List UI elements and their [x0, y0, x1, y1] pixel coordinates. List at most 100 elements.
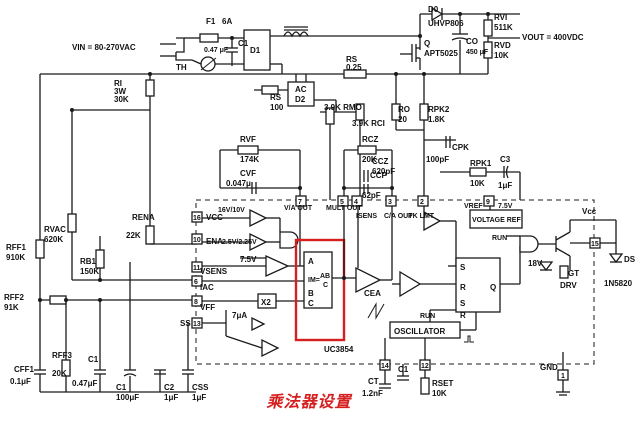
- resistor-rvf: [237, 145, 259, 155]
- label-ena-value: 2.5V/2.25V: [222, 239, 257, 246]
- label-mult-out: MULT OUT: [326, 205, 362, 212]
- label-ccp-value: 62pF: [362, 191, 381, 200]
- label-iac: IAC: [200, 283, 214, 292]
- label-va-out: V/A OUT: [284, 205, 313, 212]
- label-x2: X2: [261, 298, 271, 307]
- label-vcc-value: 16V/10V: [218, 207, 245, 214]
- sense-resistors: [320, 74, 429, 200]
- label-ac: AC: [295, 85, 307, 94]
- label-rpk2: RPK2: [428, 105, 450, 114]
- label-ct-value: 1.2nF: [362, 389, 383, 398]
- label-rs2: RS: [270, 93, 282, 102]
- label-latch-s2: S: [460, 299, 466, 308]
- label-rvi-value: 511K: [494, 23, 513, 32]
- label-vref: VREF: [464, 203, 483, 210]
- label-rs2-value: 100: [270, 103, 284, 112]
- label-d0-value: UHVP806: [428, 19, 464, 28]
- label-f1: F1: [206, 17, 216, 26]
- pin-15: 15: [591, 241, 599, 248]
- label-c1d: C1: [398, 365, 409, 374]
- pin-12: 12: [421, 363, 429, 370]
- label-cff1-value: 0.1μF: [10, 377, 31, 386]
- label-rb1-value: 150K: [80, 267, 99, 276]
- label-c1b: C1: [88, 355, 99, 364]
- fuse-f1: [199, 33, 219, 43]
- label-c2-value: 1μF: [164, 393, 178, 402]
- pin-1: 1: [561, 373, 565, 380]
- label-rvi: RVI: [494, 13, 507, 22]
- label-ri-value1: 3W: [114, 87, 126, 96]
- label-rcz-value: 20K: [362, 155, 377, 164]
- resistor-rff2: [49, 295, 67, 305]
- power-stage: [40, 6, 520, 110]
- label-th: TH: [176, 63, 187, 72]
- label-rs-value: 0.25: [346, 63, 362, 72]
- label-oscillator: OSCILLATOR: [394, 327, 445, 336]
- label-gt: GT: [568, 269, 579, 278]
- pin-9: 9: [486, 199, 490, 206]
- resistor-rvi: [483, 19, 493, 37]
- resistor-rb1: [95, 249, 105, 269]
- diode-ds: [608, 253, 624, 264]
- pin-14: 14: [381, 363, 389, 370]
- pin-3: 3: [388, 199, 392, 206]
- label-7ua: 7μA: [232, 311, 247, 320]
- label-rvac-value: 620K: [44, 235, 63, 244]
- label-c1b-value: 0.47μF: [72, 379, 97, 388]
- clock-pulse-icon: [464, 335, 474, 343]
- label-rs: RS: [346, 55, 358, 64]
- pin-16: 16: [193, 215, 201, 222]
- label-ri: RI: [114, 79, 122, 88]
- soft-start-buffer: [261, 338, 280, 358]
- resistor-rs2: [261, 85, 279, 95]
- input-bias-network: [34, 74, 196, 393]
- label-rmo: 3.9K RMO: [324, 103, 362, 112]
- label-ic: UC3854: [324, 345, 354, 354]
- multiplier-block: [303, 251, 333, 309]
- label-c3: C3: [500, 155, 511, 164]
- label-css-value: 1μF: [192, 393, 206, 402]
- resistor-rena: [145, 225, 155, 245]
- label-c2: C2: [164, 383, 175, 392]
- label-rpk2-value: 1.8K: [428, 115, 445, 124]
- label-c1: C1: [238, 39, 249, 48]
- current-error-amp: [355, 266, 382, 294]
- resistor-rff1: [35, 239, 45, 259]
- label-latch-r: R: [460, 283, 466, 292]
- bridge-d1: [243, 29, 271, 71]
- label-pk-lmt: PK LMT: [408, 213, 435, 220]
- label-ca-out: C/A OUT: [384, 213, 413, 220]
- bridge-d2: [287, 81, 315, 107]
- output-and-gate: [519, 235, 539, 253]
- ac-plug-icon: [175, 37, 192, 61]
- ic-boundary: [195, 199, 595, 365]
- label-q: Q: [424, 39, 430, 48]
- label-vout: VOUT = 400VDC: [522, 33, 584, 42]
- label-vff: VFF: [200, 303, 215, 312]
- label-mult-im: IM=: [308, 277, 320, 284]
- resistor-rpk2: [419, 103, 429, 121]
- label-rvd: RVD: [494, 41, 511, 50]
- label-c1c-value: 100μF: [116, 393, 139, 402]
- label-drv: DRV: [560, 281, 577, 290]
- label-c1-value: 0.47 μF: [204, 47, 229, 54]
- label-rena-value: 22K: [126, 231, 141, 240]
- pin-11: 11: [193, 265, 201, 272]
- label-ccp: CCP: [370, 171, 388, 180]
- label-rena: RENA: [132, 213, 155, 222]
- voltage-loop-network: [219, 136, 521, 200]
- label-ds: DS: [624, 255, 636, 264]
- ic-pins: [191, 195, 601, 381]
- label-rvf-value: 174K: [240, 155, 259, 164]
- soft-start-current-source: [251, 316, 266, 332]
- label-rff3: RFF3: [52, 351, 73, 360]
- resistor-gt: [559, 265, 569, 279]
- vcc-uvlo-comparator: [249, 208, 268, 228]
- resistor-rs: [343, 69, 367, 79]
- label-q-value: APT5025: [424, 49, 458, 58]
- label-rcz: RCZ: [362, 135, 379, 144]
- pin-2: 2: [420, 199, 424, 206]
- label-ccz: CCZ: [372, 157, 389, 166]
- label-rvf: RVF: [240, 135, 256, 144]
